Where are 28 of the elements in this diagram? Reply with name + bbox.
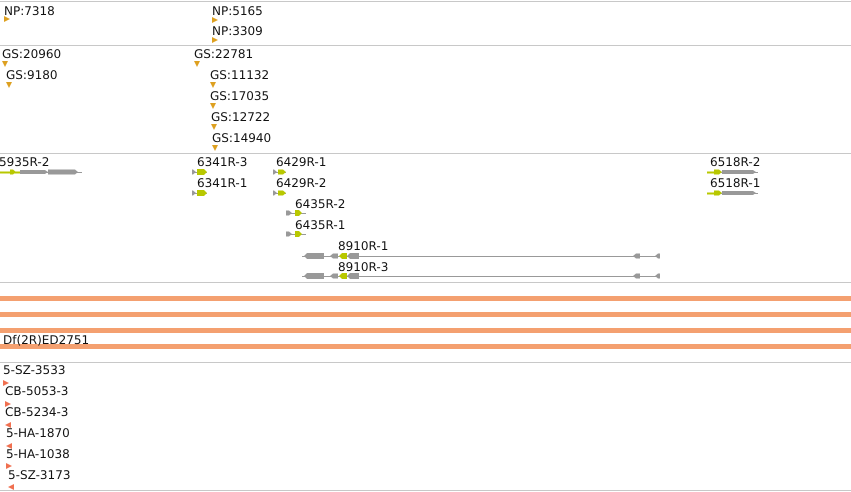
feature-label: 8910R-1	[338, 239, 388, 253]
feature-label: 6518R-2	[710, 155, 760, 169]
feature-label: 6341R-1	[197, 176, 248, 190]
feature-label: 6435R-1	[295, 218, 346, 232]
feature-label: GS:12722	[211, 110, 270, 124]
feature-label: NP:3309	[212, 24, 263, 38]
feature-label: 5-SZ-3173	[8, 468, 70, 482]
feature-label: Df(2R)ED2751	[3, 333, 90, 347]
feature-label: GS:17035	[210, 89, 270, 103]
feature-label: 6435R-2	[295, 197, 346, 211]
feature-label: GS:11132	[210, 68, 270, 82]
feature-label: GS:22781	[194, 47, 254, 61]
feature-label: 6341R-3	[197, 155, 248, 169]
feature-label: 6429R-1	[276, 155, 326, 169]
feature-label: GS:20960	[2, 47, 62, 61]
feature-label: NP:7318	[4, 4, 55, 18]
feature-label: GS:9180	[6, 68, 58, 82]
feature-label: 5935R-2	[0, 155, 50, 169]
feature-label: 5-SZ-3533	[3, 363, 66, 377]
feature-label: CB-5234-3	[5, 405, 68, 419]
feature-label: NP:5165	[212, 4, 263, 18]
feature-label: 5-HA-1870	[6, 426, 70, 440]
feature-label: 6429R-2	[276, 176, 326, 190]
feature-label: 8910R-3	[338, 260, 388, 274]
feature-label: 6518R-1	[710, 176, 760, 190]
feature-label: GS:14940	[212, 131, 272, 145]
feature-label: CB-5053-3	[5, 384, 68, 398]
feature-label: 5-HA-1038	[6, 447, 70, 461]
